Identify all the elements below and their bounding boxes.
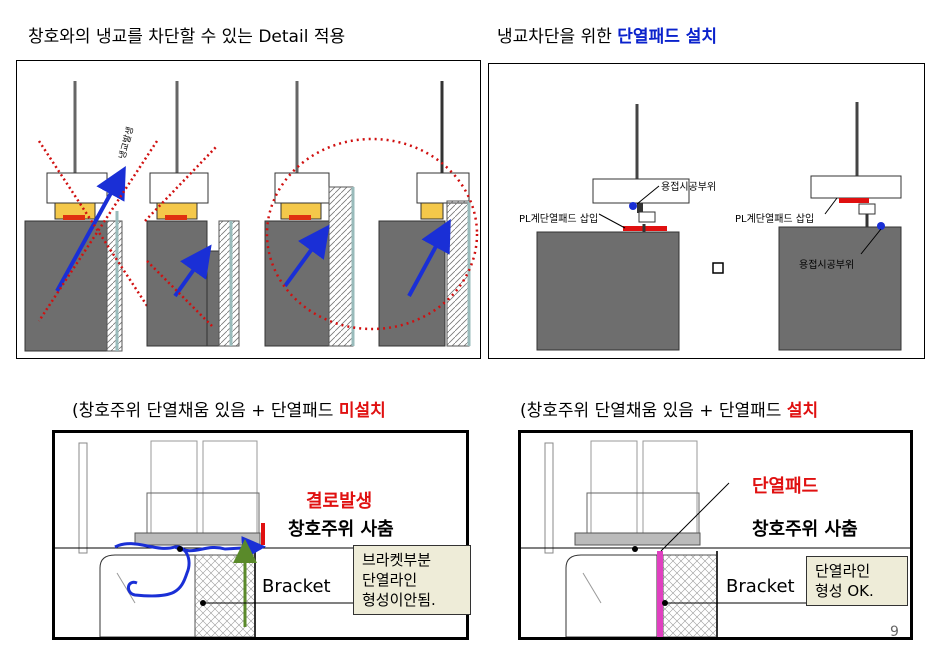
note-line-1: 단열라인	[815, 562, 871, 580]
assembly-right	[778, 102, 902, 351]
top-right-title-emphasis: 단열패드 설치	[617, 27, 718, 47]
dew-label: 결로발생	[306, 491, 373, 512]
bottom-right-title: (창호주위 단열채움 있음 + 단열패드 설치	[520, 396, 818, 421]
weld-label-1: 용접시공부위	[661, 182, 717, 193]
pad-label-2: PL계단열패드 삽입	[735, 214, 815, 225]
page-number: 9	[890, 624, 899, 640]
detail-4	[378, 81, 471, 347]
bottom-right-title-emphasis: 설치	[786, 401, 819, 421]
note-line-3: 형성이안됨.	[362, 591, 436, 609]
assembly-left	[536, 104, 690, 351]
top-left-panel: 냉교발생	[16, 60, 481, 359]
bottom-left-title-emphasis: 미설치	[338, 401, 386, 421]
top-right-title: 냉교차단을 위한 단열패드 설치	[497, 22, 717, 47]
bottom-right-title-plain: (창호주위 단열채움 있음 + 단열패드	[520, 401, 787, 421]
top-right-title-plain: 냉교차단을 위한	[497, 27, 618, 47]
with-pad-section-drawing	[521, 440, 910, 637]
pad-label-1: PL계단열패드 삽입	[519, 214, 599, 225]
note-line-2: 형성 OK.	[815, 582, 874, 600]
bottom-right-bracket-label: Bracket	[726, 576, 795, 597]
thermal-pad-drawing	[536, 102, 902, 351]
note-line-2: 단열라인	[362, 571, 418, 589]
detail-1	[24, 81, 159, 352]
pad-label: 단열패드	[752, 476, 819, 497]
no-pad-section-drawing	[55, 440, 466, 637]
bottom-right-sill-label: 창호주위 사춤	[752, 519, 858, 540]
top-right-panel: 용접시공부위 PL계단열패드 삽입 PL계단열패드 삽입 용접시공부위	[488, 63, 925, 359]
bottom-left-bracket-label: Bracket	[262, 576, 331, 597]
bottom-left-note: 브라켓부분 단열라인 형성이안됨.	[353, 545, 471, 615]
detail-3	[264, 81, 355, 347]
bottom-left-sill-label: 창호주위 사춤	[288, 519, 394, 540]
small-square	[712, 262, 724, 274]
bottom-right-panel	[518, 430, 913, 640]
note-line-1: 브라켓부분	[362, 551, 432, 569]
bottom-left-title-plain: (창호주위 단열채움 있음 + 단열패드	[72, 401, 339, 421]
bottom-left-title: (창호주위 단열채움 있음 + 단열패드 미설치	[72, 396, 386, 421]
highlight-circle	[265, 137, 479, 331]
bottom-right-note: 단열라인 형성 OK.	[806, 556, 908, 606]
top-left-title: 창호와의 냉교를 차단할 수 있는 Detail 적용	[28, 27, 346, 47]
cold-bridge-details-drawing	[24, 81, 479, 352]
weld-label-2: 용접시공부위	[799, 260, 855, 271]
detail-2	[144, 81, 240, 347]
